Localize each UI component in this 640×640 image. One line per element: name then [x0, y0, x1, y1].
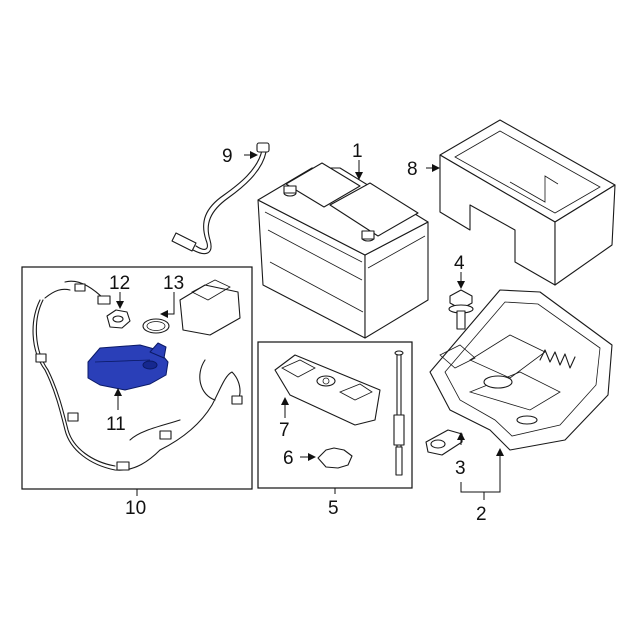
callout-7: 7 — [279, 420, 290, 441]
part-11-highlighted-terminal — [87, 342, 169, 391]
callout-2: 2 — [476, 504, 487, 525]
part-4-bolt — [448, 289, 474, 330]
part-6-nut — [317, 447, 353, 469]
part-3-clamp — [425, 429, 463, 456]
callout-4: 4 — [454, 253, 465, 274]
callout-12: 12 — [109, 273, 130, 294]
callout-9: 9 — [222, 146, 233, 167]
part-9-vent-tube — [171, 142, 270, 255]
callout-1: 1 — [352, 141, 363, 162]
callout-3: 3 — [455, 458, 466, 479]
part-10-wiring-harness — [32, 280, 243, 471]
part-7-hold-down-bracket — [274, 354, 381, 426]
callout-labels: 1 2 3 4 5 6 7 8 9 10 11 12 13 — [106, 141, 487, 525]
callout-11: 11 — [106, 414, 126, 435]
part-13-terminal-cover — [142, 279, 241, 336]
part-5-rod — [393, 350, 405, 476]
part-8-battery-cover — [439, 119, 616, 286]
part-2-battery-tray — [429, 289, 613, 451]
part-12-nut — [106, 309, 131, 329]
callout-6: 6 — [283, 448, 294, 469]
leader-lines — [114, 151, 504, 500]
callout-13: 13 — [163, 273, 184, 294]
callout-10: 10 — [125, 498, 146, 519]
part-1-battery — [257, 162, 429, 339]
callout-5: 5 — [328, 498, 339, 519]
callout-8: 8 — [407, 159, 418, 180]
